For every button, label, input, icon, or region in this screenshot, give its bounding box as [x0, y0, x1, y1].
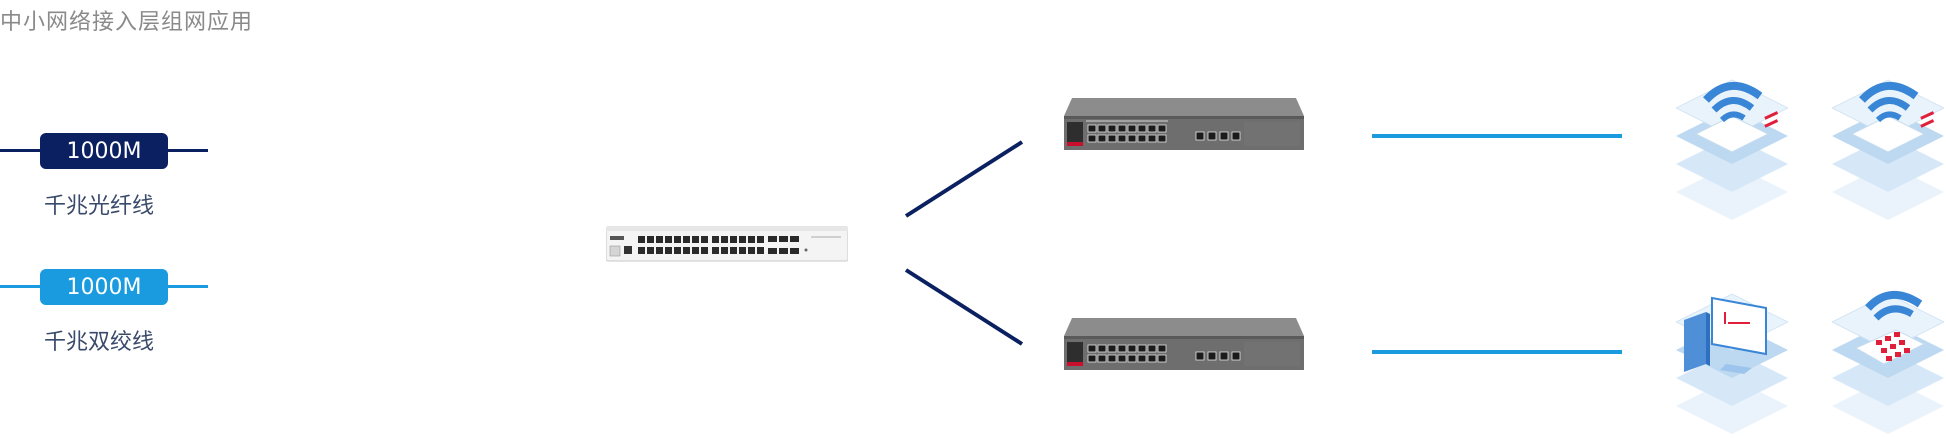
fiber-link-upper: [904, 140, 1024, 218]
legend-copper-caption: 千兆双绞线: [44, 330, 155, 355]
wireless-router-icon: [1676, 79, 1788, 220]
access-switch-upper: [1064, 98, 1304, 150]
legend-fiber-caption: 千兆光纤线: [44, 194, 155, 219]
access-switch-upper-vents: [1244, 122, 1300, 146]
legend-copper-badge: 1000M: [40, 269, 168, 305]
access-switch-lower: [1064, 318, 1304, 370]
legend-fiber-badge: 1000M: [40, 133, 168, 169]
access-switch-upper-ports: [1087, 124, 1241, 143]
wireless-router-icon: [1832, 79, 1944, 220]
desktop-computer-icon: [1676, 293, 1788, 434]
page-title: 中小网络接入层组网应用: [0, 10, 254, 35]
core-switch: [606, 226, 848, 262]
wireless-phone-icon: [1832, 291, 1944, 434]
legend-copper: 1000M: [0, 269, 210, 305]
core-switch-ports: [638, 236, 799, 254]
access-switch-lower-ports: [1087, 344, 1241, 363]
legend-fiber: 1000M: [0, 133, 210, 169]
fiber-link-lower: [904, 268, 1024, 346]
